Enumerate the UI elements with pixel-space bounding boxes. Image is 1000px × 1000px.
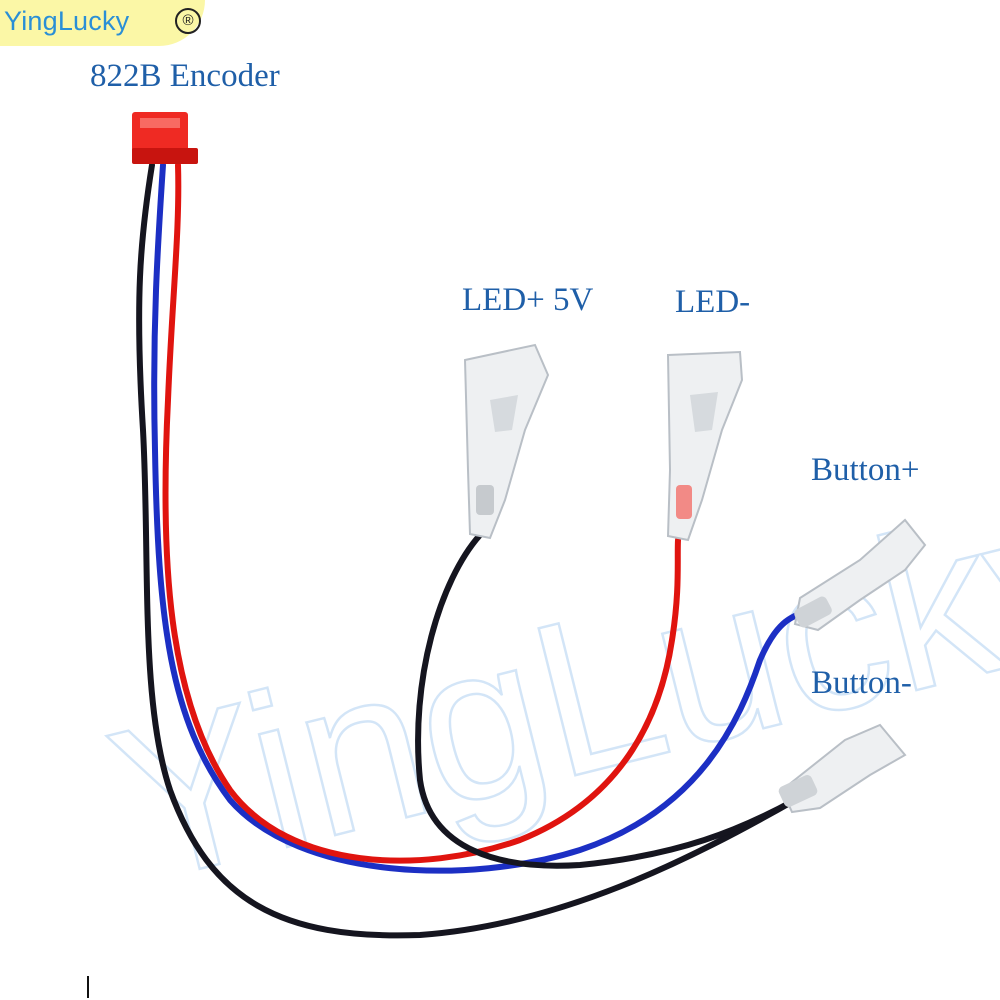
terminal-button-plus xyxy=(793,518,927,632)
label-encoder: 822B Encoder xyxy=(90,58,280,94)
black-wire-led-plus xyxy=(415,532,798,869)
registered-mark: ® xyxy=(175,8,201,34)
black-wire-button-minus xyxy=(136,162,798,939)
red-wire-led-minus xyxy=(162,162,681,864)
label-led-plus: LED+ 5V xyxy=(462,282,594,318)
label-button-plus: Button+ xyxy=(811,452,920,488)
terminal-led-plus xyxy=(463,343,550,540)
brand-name: YingLucky xyxy=(4,6,130,36)
label-button-minus: Button- xyxy=(811,665,912,701)
terminal-button-minus xyxy=(778,723,907,814)
brand-badge: YingLucky ® xyxy=(0,0,205,46)
text-cursor xyxy=(87,976,89,998)
label-led-minus: LED- xyxy=(675,284,751,320)
terminal-led-minus xyxy=(666,350,744,542)
wires xyxy=(136,162,811,939)
encoder-connector xyxy=(132,112,198,164)
blue-wire-button-plus xyxy=(151,162,811,874)
